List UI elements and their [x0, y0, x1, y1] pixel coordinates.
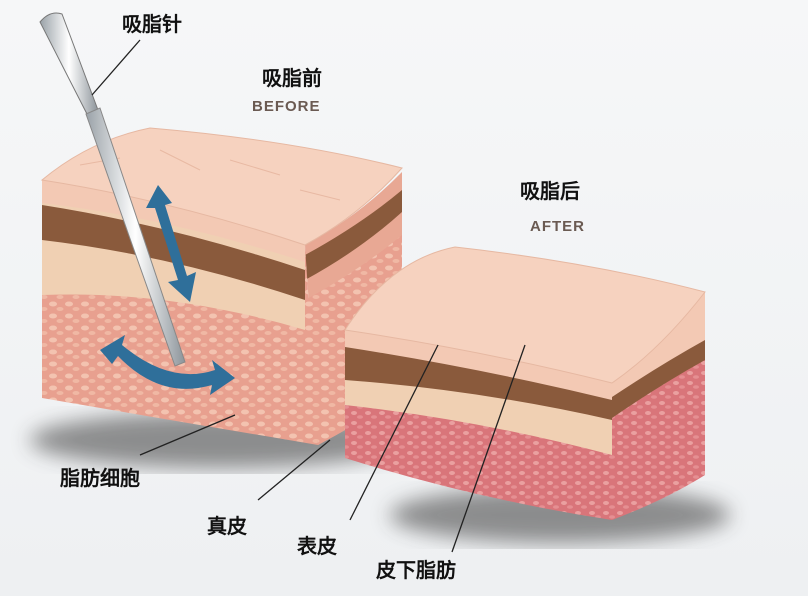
after-subtitle: AFTER: [530, 218, 585, 235]
before-title: 吸脂前: [262, 66, 322, 90]
subcutaneous-fat-label: 皮下脂肪: [376, 558, 456, 582]
fat-cells-label: 脂肪细胞: [60, 466, 140, 490]
needle-label: 吸脂针: [122, 12, 182, 36]
epidermis-label: 表皮: [297, 534, 337, 558]
vertical-arrow-icon: [146, 185, 196, 302]
before-subtitle: BEFORE: [252, 98, 321, 115]
dermis-label: 真皮: [207, 514, 247, 538]
liposuction-needle: [39, 12, 186, 367]
after-skin-block: [344, 246, 706, 520]
leader-lines: [91, 39, 526, 553]
after-title: 吸脂后: [520, 179, 580, 203]
curved-arrow-icon: [100, 335, 235, 395]
